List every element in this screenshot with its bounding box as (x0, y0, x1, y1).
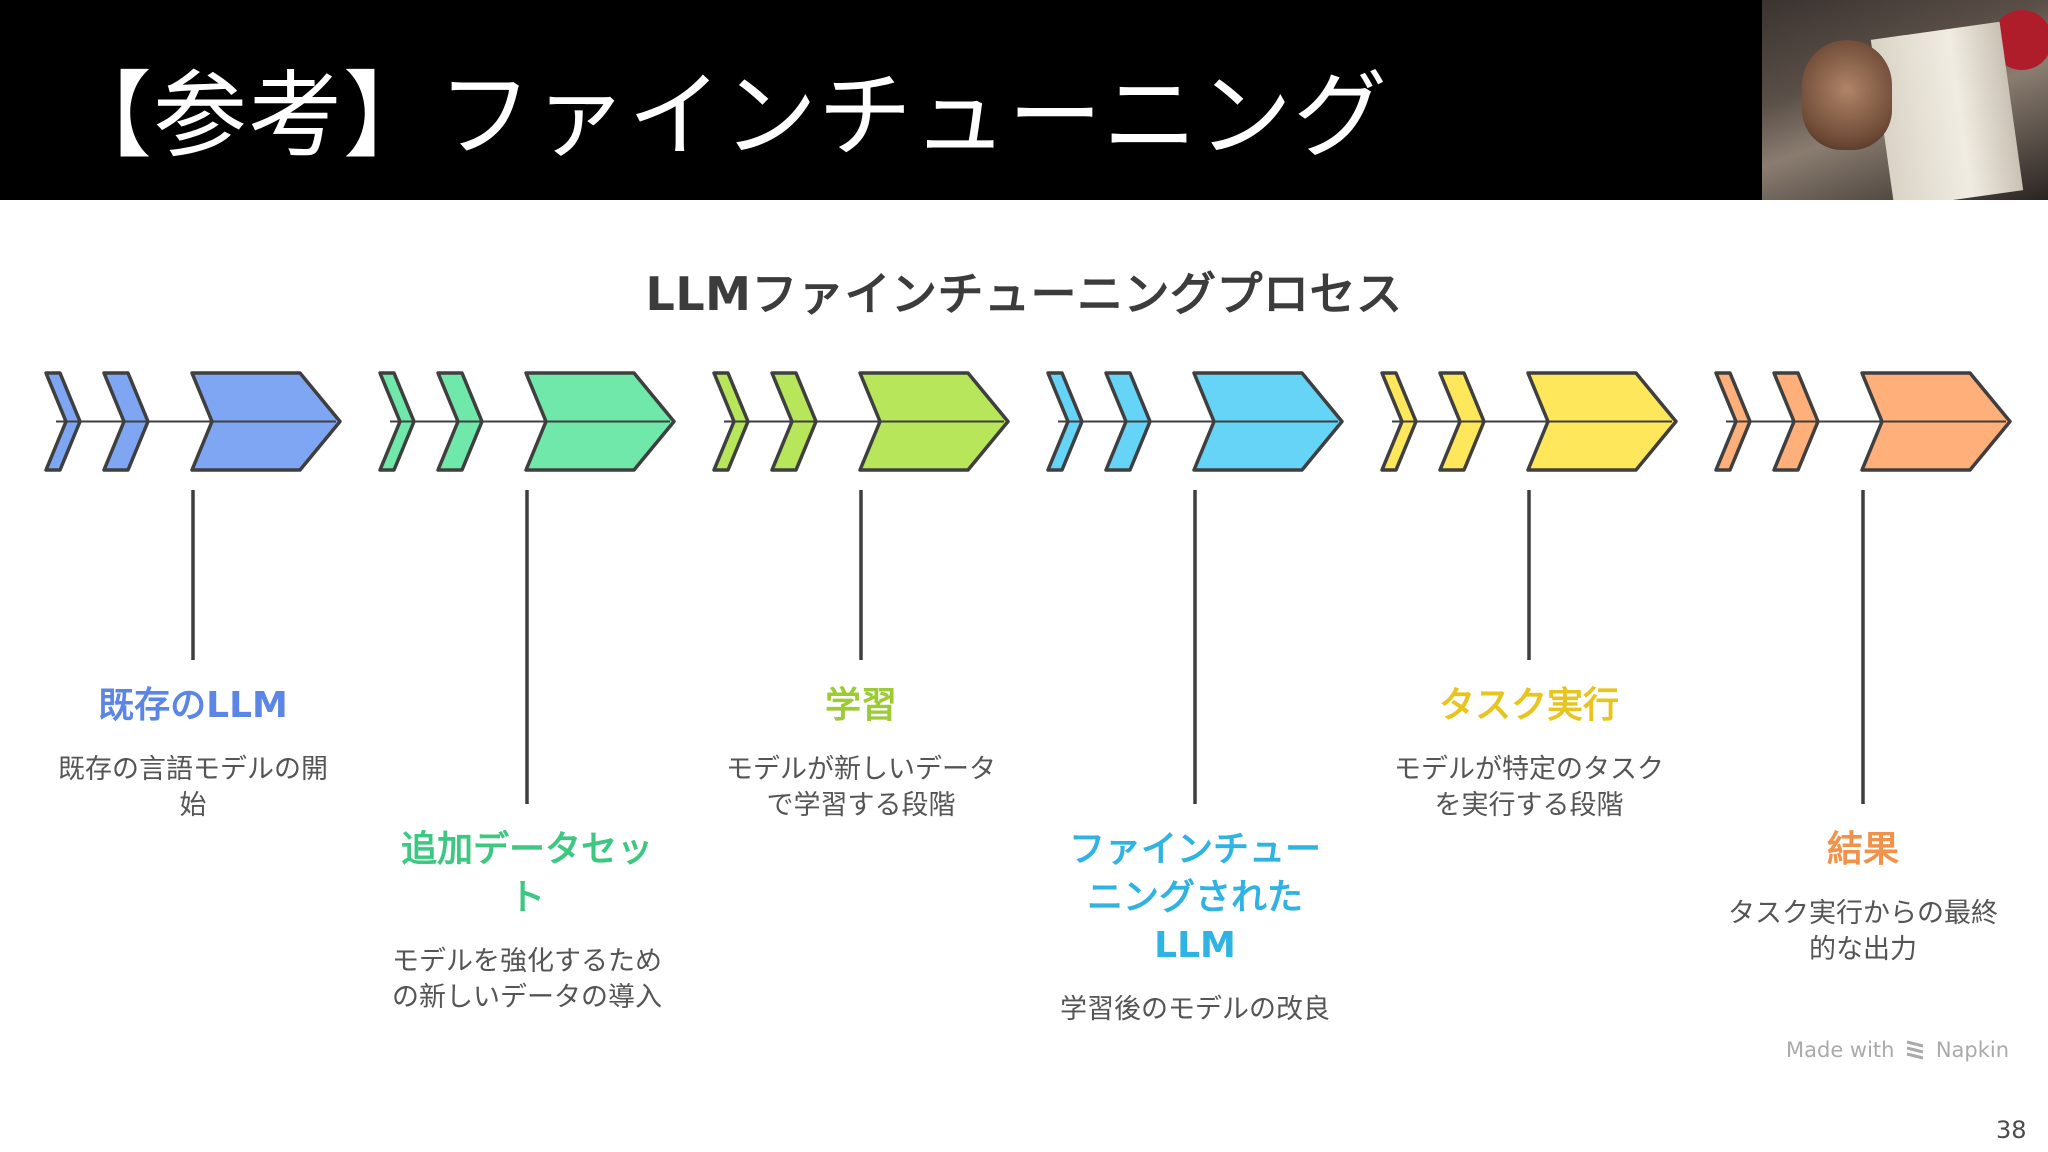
stage-title: 既存のLLM (98, 685, 288, 726)
stage-title: 学習 (824, 685, 897, 726)
page-number: 38 (1996, 1116, 2027, 1144)
slide-title: 【参考】ファインチューニング (58, 62, 1389, 171)
watermark-brand: Napkin (1935, 1038, 2010, 1062)
stage-description: 学習後のモデルの改良 (1060, 994, 1330, 1025)
stage-title: 結果 (1826, 829, 1899, 870)
watermark-prefix: Made with (1786, 1038, 1895, 1062)
napkin-logo-icon (1906, 1040, 1924, 1060)
stage-title: 追加データセット (400, 829, 653, 918)
napkin-watermark: Made with Napkin (1786, 1038, 2009, 1062)
stage-description: モデルが新しいデータで学習する段階 (726, 754, 996, 821)
stage-title: ファインチューニングされたLLM (1068, 829, 1321, 966)
webcam-overlay (1762, 0, 2048, 200)
stage-description: モデルを強化するための新しいデータの導入 (392, 946, 662, 1013)
title-bar: 【参考】ファインチューニング (0, 0, 2048, 200)
stage-description: 既存の言語モデルの開始 (58, 754, 328, 821)
diagram-title: LLMファインチューニングプロセス (645, 267, 1403, 321)
stage-description: モデルが特定のタスクを実行する段階 (1394, 754, 1664, 821)
stage-description: タスク実行からの最終的な出力 (1728, 898, 1998, 965)
stage-title: タスク実行 (1438, 685, 1619, 726)
